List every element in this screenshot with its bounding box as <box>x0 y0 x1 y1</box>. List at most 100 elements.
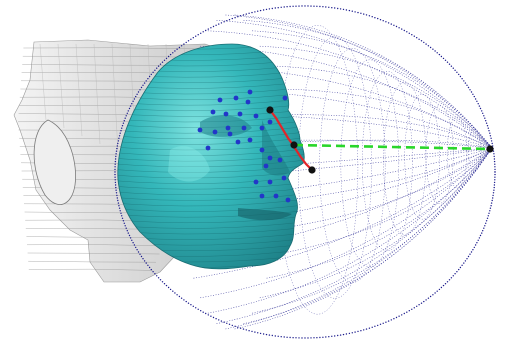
landmark-dot <box>268 120 273 125</box>
ellipsoid-dot <box>425 43 426 44</box>
ellipsoid-dot <box>263 9 264 10</box>
ellipsoid-dot <box>186 42 187 43</box>
ellipsoid-dot <box>494 187 495 188</box>
ellipsoid-dot <box>275 7 276 8</box>
ellipsoid-dot <box>416 37 417 38</box>
ellipsoid-dot <box>494 171 495 172</box>
landmark-dot <box>274 194 279 199</box>
ellipsoid-dot <box>117 200 118 201</box>
ellipsoid-dot <box>203 31 204 32</box>
ellipsoid-dot <box>152 72 153 73</box>
ellipsoid-dot <box>483 115 484 116</box>
ellipsoid-dot <box>366 14 367 15</box>
ellipsoid-dot <box>380 19 381 20</box>
ellipsoid-dot <box>188 303 189 304</box>
ellipsoid-dot <box>334 7 335 8</box>
ellipsoid-dot <box>295 337 296 338</box>
ellipsoid-dot <box>160 63 161 64</box>
ellipsoid-dot <box>195 36 196 37</box>
ellipsoid-dot <box>183 299 184 300</box>
ellipsoid-dot <box>478 103 479 104</box>
ellipsoid-dot <box>476 242 477 243</box>
ellipsoid-dot <box>383 323 384 324</box>
ellipsoid-dot <box>377 325 378 326</box>
key-point <box>486 145 493 152</box>
ellipsoid-dot <box>223 21 224 22</box>
ellipsoid-dot <box>154 70 155 71</box>
ellipsoid-dot <box>396 317 397 318</box>
ellipsoid-dot <box>186 301 187 302</box>
ellipsoid-dot <box>275 335 276 336</box>
ellipsoid-dot <box>374 17 375 18</box>
ellipsoid-dot <box>120 213 121 214</box>
ellipsoid-dot <box>170 54 171 55</box>
ellipsoid-dot <box>414 36 415 37</box>
landmark-dot <box>268 180 273 185</box>
ellipsoid-dot <box>193 37 194 38</box>
ellipsoid-dot <box>411 309 412 310</box>
ellipsoid-dot <box>289 337 290 338</box>
ellipsoid-dot <box>346 9 347 10</box>
ellipsoid-dot <box>406 31 407 32</box>
ellipsoid-dot <box>388 22 389 23</box>
ellipsoid-dot <box>124 223 125 224</box>
landmark-dot <box>286 198 291 203</box>
ellipsoid-dot <box>491 202 492 203</box>
ellipsoid-dot <box>428 45 429 46</box>
ellipsoid-dot <box>198 34 199 35</box>
ellipsoid-dot <box>456 271 457 272</box>
ellipsoid-dot <box>360 13 361 14</box>
ellipsoid-dot <box>494 156 495 157</box>
ellipsoid-dot <box>423 42 424 43</box>
ellipsoid-dot <box>369 15 370 16</box>
ellipsoid-dot <box>232 18 233 19</box>
ellipsoid-dot <box>494 158 495 159</box>
landmark-dot <box>248 90 253 95</box>
ellipsoid-dot <box>322 6 323 7</box>
ellipsoid-dot <box>418 304 419 305</box>
ellipsoid-dot <box>251 331 252 332</box>
ellipsoid-dot <box>385 322 386 323</box>
ellipsoid-dot <box>121 215 122 216</box>
ellipsoid-dot <box>129 235 130 236</box>
ellipsoid-dot <box>116 195 117 196</box>
ellipsoid-ring <box>341 60 399 267</box>
ellipsoid-dot <box>449 63 450 64</box>
ellipsoid-dot <box>218 319 219 320</box>
ellipsoid-dot <box>146 80 147 81</box>
ellipsoid-ring <box>383 83 426 235</box>
ellipsoid-dot <box>134 98 135 99</box>
ellipsoid-dot <box>176 49 177 50</box>
ellipsoid-dot <box>488 213 489 214</box>
ellipsoid-dot <box>404 313 405 314</box>
ellipsoid-dot <box>243 14 244 15</box>
ellipsoid-dot <box>404 30 405 31</box>
ellipsoid-dot <box>357 331 358 332</box>
ellipsoid-dot <box>141 87 142 88</box>
ellipsoid-dot <box>478 240 479 241</box>
ellipsoid-dot <box>416 306 417 307</box>
landmark-dot <box>236 140 241 145</box>
ellipsoid-dot <box>349 333 350 334</box>
ellipsoid-meridian <box>272 89 492 148</box>
ellipsoid-dot <box>124 120 125 121</box>
ellipsoid-dot <box>229 19 230 20</box>
ellipsoid-dot <box>428 298 429 299</box>
ellipsoid-dot <box>181 45 182 46</box>
ellipsoid-dot <box>278 7 279 8</box>
ellipsoid-dot <box>485 223 486 224</box>
ellipsoid-dot <box>243 328 244 329</box>
ellipsoid-dot <box>162 281 163 282</box>
ellipsoid-dot <box>488 215 489 216</box>
ellipsoid-dot <box>409 310 410 311</box>
ellipsoid-dot <box>396 26 397 27</box>
ellipsoid-dot <box>116 148 117 149</box>
ellipsoid-dot <box>210 316 211 317</box>
ellipsoid-dot <box>121 128 122 129</box>
ellipsoid-dot <box>453 68 454 69</box>
landmark-dot <box>198 128 203 133</box>
ellipsoid-dot <box>151 269 152 270</box>
ellipsoid-dot <box>272 335 273 336</box>
ellipsoid-dot <box>200 310 201 311</box>
ellipsoid-dot <box>328 336 329 337</box>
